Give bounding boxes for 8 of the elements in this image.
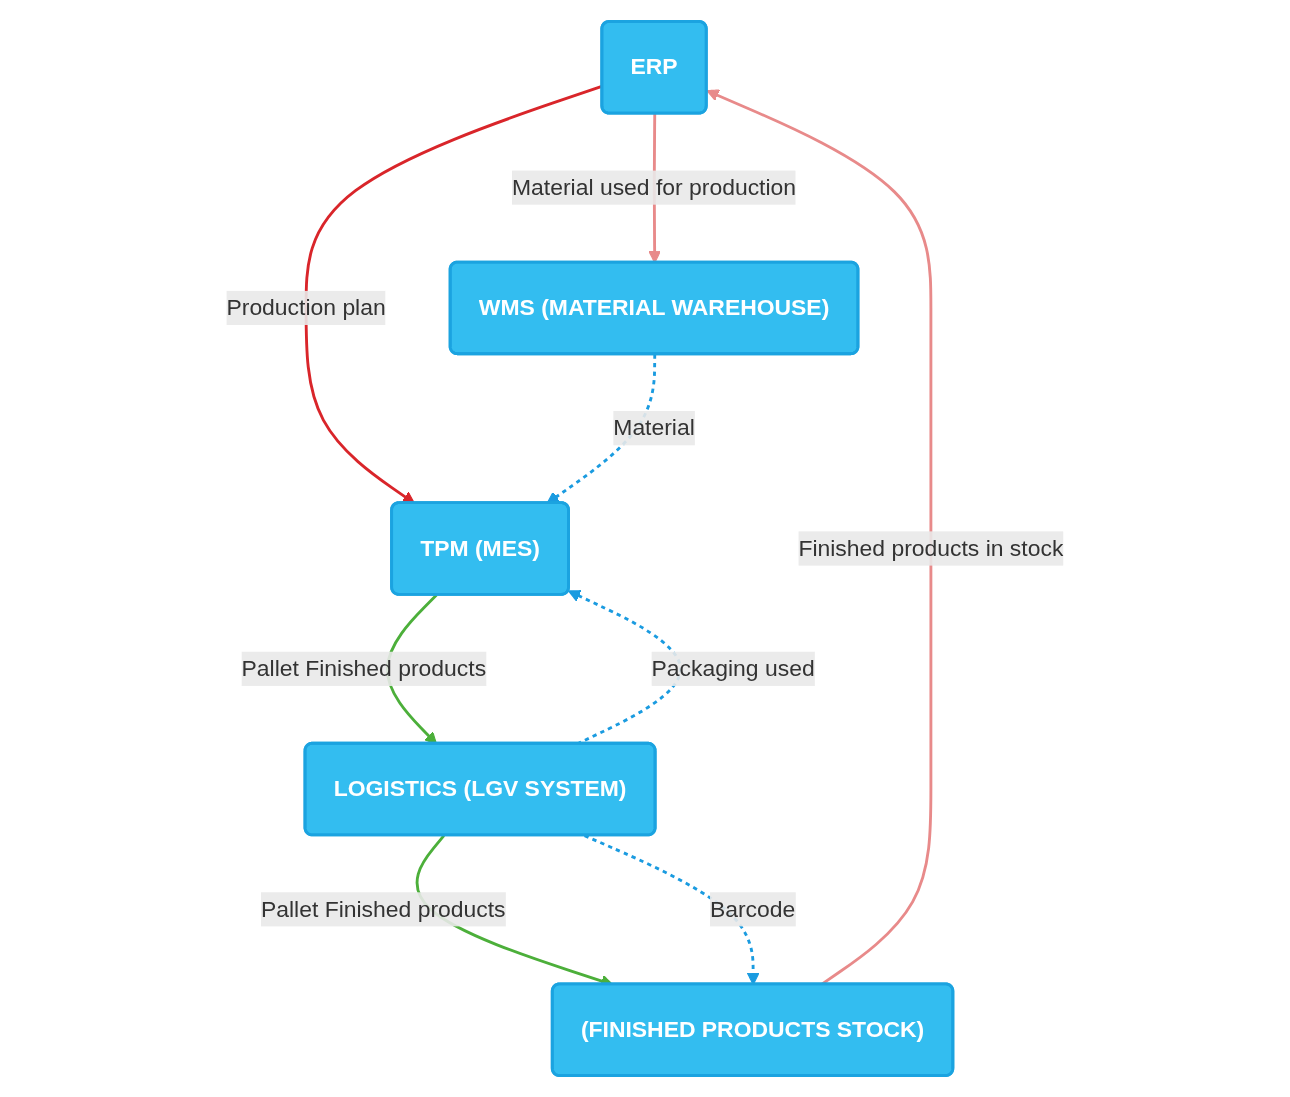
edge-label: Pallet Finished products [241, 655, 487, 681]
edge-label: Production plan [226, 295, 386, 320]
edge-label: Material used for production [512, 174, 797, 200]
edge-label: Finished products in stock [798, 535, 1064, 560]
edge-label: Material [613, 415, 695, 440]
edge-label: Barcode [709, 896, 796, 921]
edge-label: Pallet Finished products [261, 896, 506, 921]
edge-label: Packaging used [651, 655, 815, 681]
